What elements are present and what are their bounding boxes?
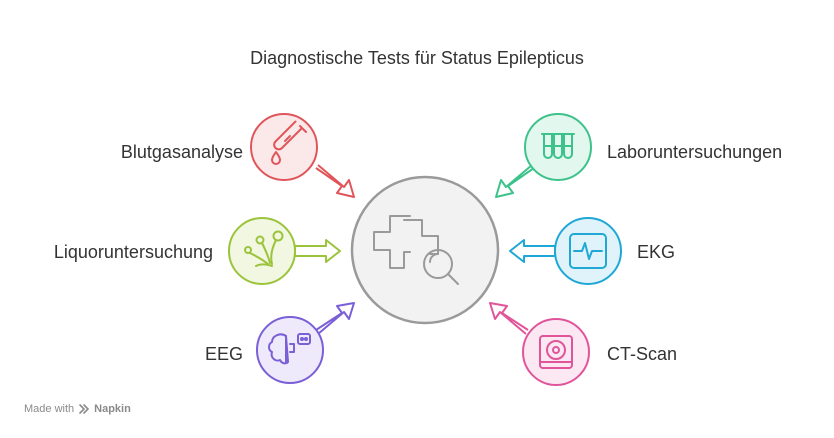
heartbeat-monitor-icon	[569, 233, 607, 269]
label-ekg: EKG	[637, 242, 676, 262]
center-node	[350, 175, 500, 325]
ct-scanner-icon	[539, 335, 573, 369]
test-tube-icon	[271, 120, 307, 165]
label-liquoruntersuchung: Liquoruntersuchung	[53, 242, 213, 262]
sample-tubes-icon	[541, 133, 575, 159]
footer-brand[interactable]: Napkin	[94, 403, 131, 415]
label-blutgasanalyse: Blutgasanalyse	[120, 142, 243, 162]
label-laboruntersuchungen: Laboruntersuchungen	[607, 142, 783, 162]
footer-prefix: Made with	[24, 403, 75, 415]
node-laboruntersuchungen	[495, 113, 592, 198]
node-blutgasanalyse	[250, 113, 355, 198]
node-ct-scan	[489, 302, 590, 386]
brain-chip-icon	[268, 333, 311, 365]
label-ct-scan: CT-Scan	[607, 344, 678, 364]
nerve-cells-icon	[244, 230, 284, 267]
node-eeg	[256, 302, 355, 384]
medical-search-icon	[373, 215, 459, 285]
node-liquoruntersuchung	[228, 217, 341, 285]
label-eeg: EEG	[204, 344, 243, 364]
node-ekg	[509, 217, 622, 285]
footer: Made with Napkin	[24, 403, 131, 415]
diagram-title: Diagnostische Tests für Status Epileptic…	[250, 48, 584, 68]
napkin-logo-icon	[79, 404, 90, 414]
